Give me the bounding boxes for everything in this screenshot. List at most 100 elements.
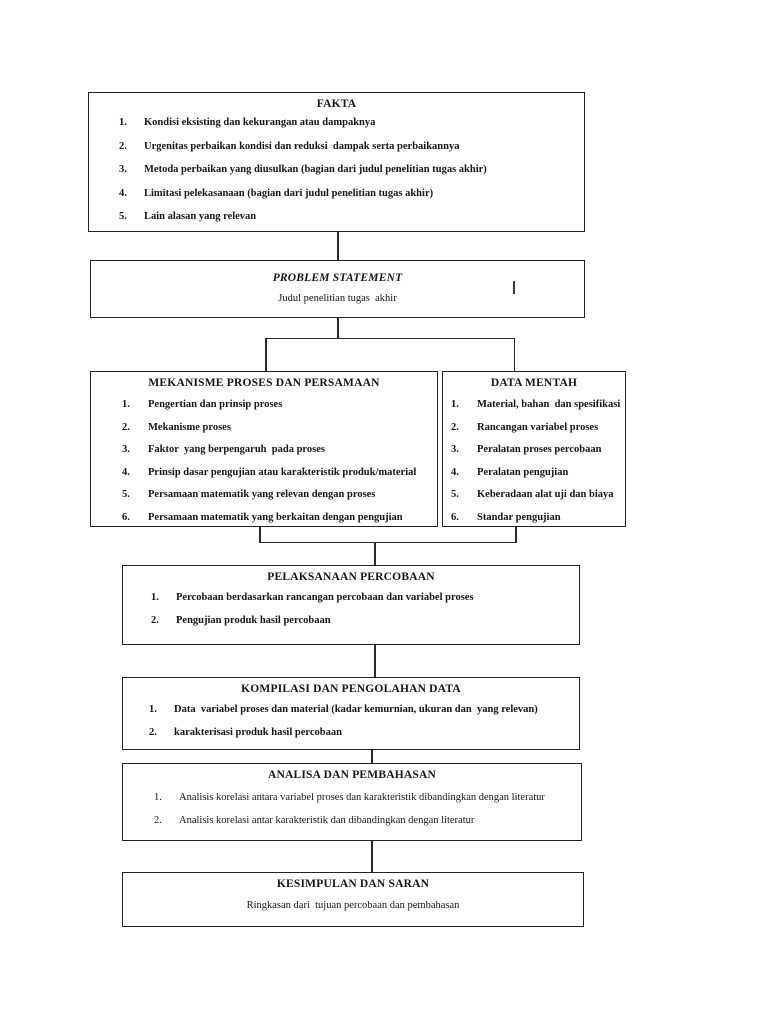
item-number: 5. bbox=[451, 489, 459, 501]
list-item: 5. Keberadaan alat uji dan biaya bbox=[451, 489, 625, 512]
list-item: 2. karakterisasi produk hasil percobaan bbox=[149, 727, 579, 750]
item-number: 2. bbox=[119, 140, 127, 152]
item-text: Lain alasan yang relevan bbox=[144, 211, 257, 222]
fakta-title: FAKTA bbox=[316, 98, 357, 110]
analisa-title: ANALISA DAN PEMBAHASAN bbox=[268, 769, 436, 781]
item-number: 2. bbox=[151, 614, 159, 626]
list-item: 1. Data variabel proses dan material (kad… bbox=[149, 704, 579, 727]
mekanisme-box: MEKANISME PROSES DAN PERSAMAAN 1. Pengert… bbox=[90, 371, 438, 527]
item-text: Kondisi eksisting dan kekurangan atau da… bbox=[144, 117, 376, 128]
item-number: 1. bbox=[451, 399, 459, 410]
list-item: 1. Percobaan berdasarkan rancangan percob… bbox=[151, 592, 579, 615]
list-item: 2. Analisis korelasi antar karakteristik … bbox=[154, 815, 581, 838]
item-text: Persamaan matematik yang berkaitan denga… bbox=[148, 511, 403, 523]
item-number: 5. bbox=[119, 211, 127, 222]
item-number: 3. bbox=[119, 164, 127, 175]
text-cursor bbox=[513, 281, 515, 294]
fakta-box: FAKTA 1. Kondisi eksisting dan kekurangan… bbox=[88, 92, 585, 232]
list-item: 3. Faktor yang berpengaruh pada proses bbox=[122, 444, 437, 467]
list-item: 2. Pengujian produk hasil percobaan bbox=[151, 615, 579, 638]
item-text: Limitasi pelekasanaan (bagian dari judul… bbox=[144, 187, 434, 199]
pelaksanaan-box: PELAKSANAAN PERCOBAAN 1. Percobaan berdas… bbox=[122, 565, 580, 645]
item-text: Persamaan matematik yang relevan dengan … bbox=[148, 489, 376, 501]
item-text: Prinsip dasar pengujian atau karakterist… bbox=[148, 466, 417, 478]
item-number: 2. bbox=[451, 421, 459, 433]
list-item: 2. Rancangan variabel proses bbox=[451, 422, 625, 445]
kesimpulan-box: KESIMPULAN DAN SARAN Ringkasan dari tuju… bbox=[122, 872, 584, 927]
list-item: 5. Lain alasan yang relevan bbox=[119, 211, 584, 231]
list-item: 3. Peralatan proses percobaan bbox=[451, 444, 625, 467]
kesimpulan-subtitle: Ringkasan dari tujuan percobaan dan pemb… bbox=[246, 900, 460, 911]
kompilasi-title: KOMPILASI DAN PENGOLAHAN DATA bbox=[241, 683, 461, 695]
list-item: 6. Persamaan matematik yang berkaitan den… bbox=[122, 511, 437, 526]
item-text: Pengertian dan prinsip proses bbox=[148, 399, 283, 410]
item-number: 2. bbox=[149, 726, 157, 738]
problem-statement-box: PROBLEM STATEMENT Judul penelitian tugas… bbox=[90, 260, 585, 318]
connector-line bbox=[259, 541, 516, 544]
connector-line bbox=[374, 645, 376, 677]
item-text: Urgenitas perbaikan kondisi dan reduksi … bbox=[144, 140, 460, 152]
list-item: 5. Persamaan matematik yang relevan denga… bbox=[122, 489, 437, 512]
item-number: 6. bbox=[122, 511, 130, 523]
connector-line bbox=[374, 541, 376, 566]
item-number: 4. bbox=[119, 187, 127, 199]
list-item: 4. Peralatan pengujian bbox=[451, 467, 625, 490]
analisa-box: ANALISA DAN PEMBAHASAN 1. Analisis korela… bbox=[122, 763, 582, 841]
item-text: Peralatan pengujian bbox=[477, 466, 569, 478]
list-item: 3. Metoda perbaikan yang diusulkan (bagia… bbox=[119, 164, 584, 188]
list-item: 1. Pengertian dan prinsip proses bbox=[122, 399, 437, 422]
item-number: 4. bbox=[451, 466, 459, 478]
kesimpulan-title: KESIMPULAN DAN SARAN bbox=[276, 878, 430, 890]
connector-line bbox=[337, 318, 339, 339]
item-text: Data variabel proses dan material (kadar… bbox=[174, 704, 538, 715]
item-number: 1. bbox=[151, 592, 159, 603]
item-text: Mekanisme proses bbox=[148, 421, 231, 433]
item-text: Faktor yang berpengaruh pada proses bbox=[148, 444, 325, 456]
connector-line bbox=[337, 232, 339, 260]
item-number: 2. bbox=[122, 421, 130, 433]
connector-line bbox=[515, 527, 517, 543]
list-item: 1. Analisis korelasi antara variabel pros… bbox=[154, 792, 581, 815]
item-text: Pengujian produk hasil percobaan bbox=[176, 614, 331, 626]
item-number: 1. bbox=[122, 399, 130, 410]
connector-line bbox=[265, 337, 515, 340]
item-text: Keberadaan alat uji dan biaya bbox=[477, 489, 614, 501]
kompilasi-box: KOMPILASI DAN PENGOLAHAN DATA 1. Data var… bbox=[122, 677, 580, 750]
connector-line bbox=[265, 337, 267, 372]
connector-line bbox=[513, 337, 516, 372]
connector-line bbox=[259, 527, 261, 543]
item-number: 1. bbox=[154, 792, 162, 803]
item-number: 1. bbox=[149, 704, 157, 715]
list-item: 1. Material, bahan dan spesifikasi bbox=[451, 399, 625, 422]
list-item: 4. Prinsip dasar pengujian atau karakteri… bbox=[122, 467, 437, 490]
item-text: Material, bahan dan spesifikasi bbox=[477, 399, 621, 410]
list-item: 6. Standar pengujian bbox=[451, 511, 625, 526]
item-number: 1. bbox=[119, 117, 127, 128]
item-text: Analisis korelasi antar karakteristik da… bbox=[179, 814, 475, 826]
item-text: karakterisasi produk hasil percobaan bbox=[174, 726, 342, 738]
list-item: 4. Limitasi pelekasanaan (bagian dari jud… bbox=[119, 188, 584, 212]
item-number: 6. bbox=[451, 511, 459, 523]
item-text: Percobaan berdasarkan rancangan percobaa… bbox=[176, 592, 474, 603]
item-number: 3. bbox=[122, 444, 130, 456]
item-number: 5. bbox=[122, 489, 130, 501]
list-item: 1. Kondisi eksisting dan kekurangan atau … bbox=[119, 117, 584, 141]
list-item: 2. Urgenitas perbaikan kondisi dan reduks… bbox=[119, 141, 584, 165]
data-mentah-title: DATA MENTAH bbox=[490, 377, 578, 389]
connector-line bbox=[371, 841, 373, 872]
item-text: Standar pengujian bbox=[477, 511, 561, 523]
item-text: Analisis korelasi antara variabel proses… bbox=[179, 792, 545, 803]
mekanisme-title: MEKANISME PROSES DAN PERSAMAAN bbox=[148, 377, 380, 389]
item-number: 3. bbox=[451, 444, 459, 456]
item-text: Rancangan variabel proses bbox=[477, 421, 599, 433]
item-number: 4. bbox=[122, 466, 130, 478]
data-mentah-box: DATA MENTAH 1. Material, bahan dan spesif… bbox=[442, 371, 626, 527]
item-text: Metoda perbaikan yang diusulkan (bagian … bbox=[144, 164, 487, 175]
connector-line bbox=[371, 750, 373, 763]
item-text: Peralatan proses percobaan bbox=[477, 444, 602, 456]
list-item: 2. Mekanisme proses bbox=[122, 422, 437, 445]
pelaksanaan-title: PELAKSANAAN PERCOBAAN bbox=[267, 571, 435, 583]
problem-title: PROBLEM STATEMENT bbox=[272, 272, 403, 284]
item-number: 2. bbox=[154, 814, 162, 826]
